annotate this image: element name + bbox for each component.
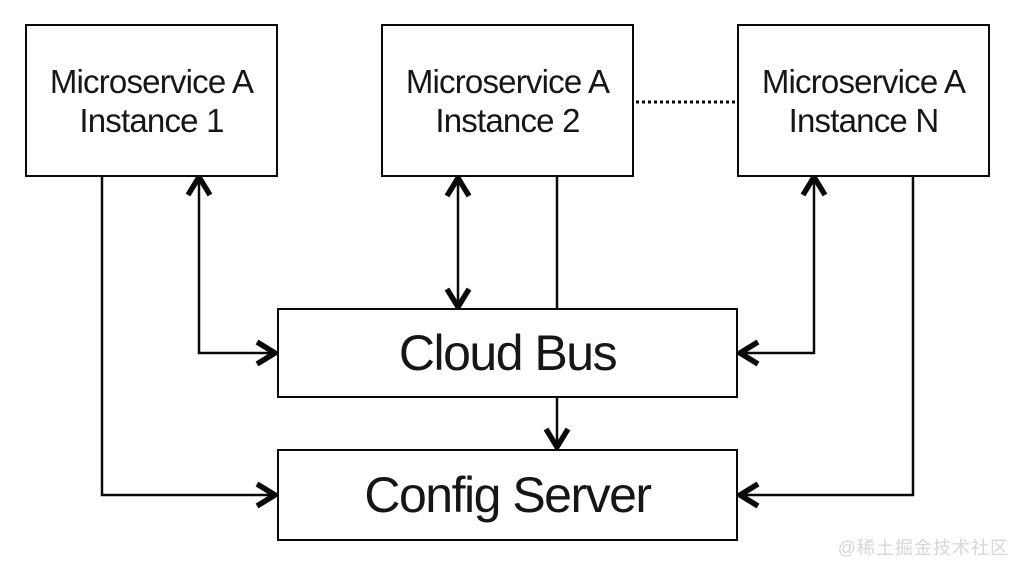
node-label-line2: Instance N bbox=[788, 101, 940, 139]
arrowhead-down-instance2-cloud-bus-bidirectional bbox=[444, 287, 472, 313]
node-cloud-bus: Cloud Bus bbox=[277, 308, 738, 398]
edge-instance1-to-config-server bbox=[100, 177, 275, 497]
watermark-text: @稀土掘金技术社区 bbox=[837, 538, 1009, 558]
node-label-line1: Microservice A bbox=[49, 62, 254, 100]
arrowhead-right-instance1-to-config-server bbox=[255, 481, 281, 509]
node-label: Cloud Bus bbox=[398, 325, 618, 381]
arrowhead-down-cloud-bus-to-config-server bbox=[543, 427, 571, 453]
node-label: Config Server bbox=[364, 467, 652, 523]
node-microservice-a-instance-n: Microservice A Instance N bbox=[737, 24, 990, 177]
arrowhead-left-instanceN-cloud-bus bbox=[734, 339, 760, 367]
node-label-line1: Microservice A bbox=[761, 62, 966, 100]
arrowhead-up-instance1-cloud-bus bbox=[185, 171, 213, 197]
node-config-server: Config Server bbox=[277, 449, 738, 541]
node-label-line2: Instance 2 bbox=[435, 101, 580, 139]
edge-instance1-cloud-bus bbox=[197, 177, 275, 355]
node-label-line2: Instance 1 bbox=[79, 101, 224, 139]
arrowhead-up-instance2-cloud-bus-bidirectional bbox=[444, 172, 472, 198]
arrowhead-up-instanceN-cloud-bus bbox=[800, 171, 828, 197]
edge-instanceN-cloud-bus bbox=[740, 177, 816, 355]
arrowhead-right-instance1-cloud-bus bbox=[255, 339, 281, 367]
node-microservice-a-instance-2: Microservice A Instance 2 bbox=[381, 24, 634, 177]
node-label-line1: Microservice A bbox=[405, 62, 610, 100]
node-microservice-a-instance-1: Microservice A Instance 1 bbox=[25, 24, 278, 177]
arrowhead-left-instanceN-to-config-server bbox=[734, 481, 760, 509]
edge-instanceN-to-config-server bbox=[740, 177, 915, 497]
